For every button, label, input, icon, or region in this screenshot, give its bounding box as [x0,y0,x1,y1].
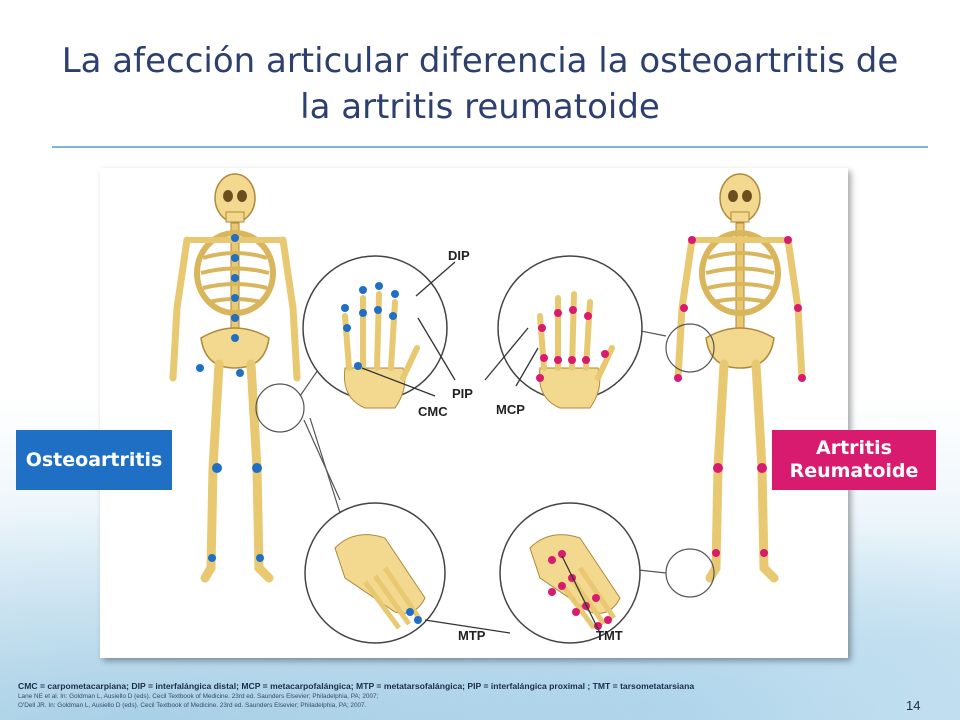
ra-skeleton [678,174,802,578]
ra-skeleton-joints [674,236,806,557]
label-dip: DIP [448,248,470,263]
title-divider [52,146,928,148]
ra-hand-joints [536,306,609,382]
footnotes: CMC = carpometacarpiana; DIP = interfalá… [18,680,898,710]
label-mcp: MCP [496,402,525,417]
slide-title: La afección articular diferencia la oste… [61,41,899,127]
oa-skeleton-joints [196,234,264,562]
ra-label-line1: Artritis [816,437,892,459]
osteoarthritis-label: Osteoartritis [25,449,163,471]
oa-hand-joints [341,282,399,370]
oa-foot-joints [406,608,422,624]
label-tmt: TMT [596,628,623,643]
joint-illustration: DIP PIP CMC MCP MTP TMT [100,168,848,658]
rheumatoid-arthritis-tag: Artritis Reumatoide [772,430,936,490]
reference-1: Lane NE et al. In: Goldman L, Ausiello D… [18,693,379,700]
ra-label-line2: Reumatoide [789,460,919,482]
page-number: 14 [906,698,921,713]
abbreviations-note: CMC = carpometacarpiana; DIP = interfalá… [18,681,695,691]
reference-2: O'Dell JR. In: Goldman L, Ausiello D (ed… [18,702,367,709]
label-pip: PIP [452,386,473,401]
skeleton-diagram: DIP PIP CMC MCP MTP TMT [100,168,848,644]
label-mtp: MTP [458,628,486,643]
osteoarthritis-tag: Osteoartritis [16,430,172,490]
label-cmc: CMC [418,404,448,419]
